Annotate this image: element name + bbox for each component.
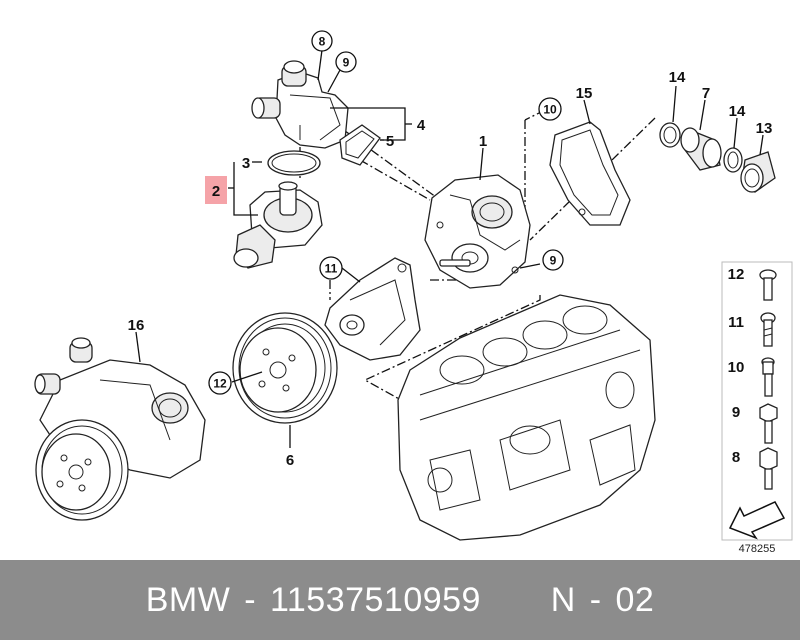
- callout-2: 2: [212, 183, 220, 200]
- leader-lines: [135, 49, 764, 448]
- callout-6: 6: [286, 452, 294, 469]
- legend-label-10: 10: [728, 359, 745, 376]
- callout-14-right: 14: [729, 103, 746, 120]
- coolant-pump-1: [424, 174, 531, 289]
- bolt-11-icon: [760, 312, 776, 347]
- seal-ring-14a: [659, 122, 681, 148]
- direction-arrow-icon: [728, 501, 786, 540]
- bolt-12-icon: [759, 269, 777, 301]
- callout-4: 4: [417, 117, 426, 134]
- callout-3: 3: [242, 155, 250, 172]
- pump-assembly-16: [34, 337, 206, 521]
- exploded-parts-diagram: 8 9 10 9 11 12 2 3 4 5 1 15 14 7 14 13 1…: [34, 30, 793, 555]
- legend-label-11: 11: [728, 314, 744, 331]
- seal-ring-14b: [723, 147, 743, 173]
- legend-label-12: 12: [728, 266, 745, 283]
- part-number-footer: BMW - 11537510959 N - 02: [0, 560, 800, 640]
- callout-9-top: 9: [335, 51, 357, 73]
- callout-9-right: 9: [542, 249, 564, 271]
- legend-label-8: 8: [732, 449, 740, 466]
- pipe-connector-7: [680, 127, 722, 171]
- callout-8: 8: [311, 30, 333, 52]
- callout-16: 16: [128, 317, 145, 334]
- callout-5: 5: [386, 133, 394, 150]
- bolt-8-icon: [759, 447, 778, 490]
- svg-text:9: 9: [550, 254, 557, 268]
- callout-14-left: 14: [669, 69, 686, 86]
- coupling-13: [740, 151, 776, 193]
- bolt-9-icon: [759, 403, 778, 444]
- svg-text:10: 10: [543, 103, 557, 117]
- svg-text:12: 12: [213, 377, 227, 391]
- callout-7: 7: [702, 85, 710, 102]
- reference-number: 478255: [739, 543, 776, 555]
- bracket-11: [324, 257, 421, 361]
- pulley-6: [232, 312, 338, 424]
- callout-11: 11: [319, 256, 343, 280]
- svg-text:8: 8: [319, 35, 326, 49]
- gasket-15: [549, 121, 631, 226]
- fastener-legend: 12 11 10 9 8: [721, 261, 793, 541]
- bolt-10-icon: [761, 357, 775, 397]
- legend-label-9: 9: [732, 404, 740, 421]
- callout-10: 10: [538, 97, 562, 121]
- svg-text:11: 11: [325, 262, 338, 276]
- gasket-5: [339, 124, 381, 166]
- callout-12: 12: [208, 371, 232, 395]
- thermostat-2: [233, 181, 323, 269]
- part-number-text: BMW - 11537510959 N - 02: [145, 580, 655, 619]
- callout-15: 15: [576, 85, 593, 102]
- engine-block: [397, 294, 656, 541]
- thermostat-housing: [251, 60, 349, 149]
- callout-13: 13: [756, 120, 773, 137]
- callout-1: 1: [479, 133, 487, 150]
- highlight-box-2: [205, 176, 227, 204]
- svg-text:9: 9: [343, 56, 350, 70]
- o-ring-3: [267, 150, 321, 176]
